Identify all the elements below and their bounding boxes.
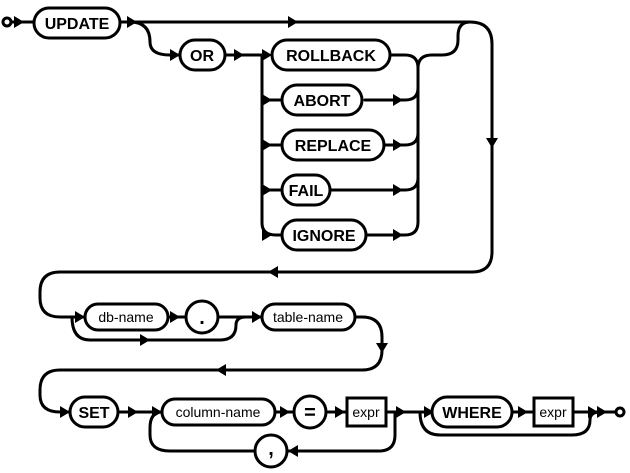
end-marker-icon: [614, 406, 626, 418]
keyword-fail-label: FAIL: [289, 183, 324, 200]
keyword-where-label: WHERE: [442, 405, 502, 422]
nonterminal-table-name-node: table-name: [260, 302, 357, 332]
nonterminal-db-name-node: db-name: [83, 302, 170, 332]
keyword-set-node: SET: [68, 395, 120, 429]
arrow-right-icon: [170, 49, 180, 61]
arrow-right-icon: [393, 139, 403, 151]
punct-equals-label: =: [304, 402, 316, 424]
arrowheads: [60, 16, 607, 457]
expr-set-node: expr: [345, 396, 388, 428]
arrow-right-icon: [127, 16, 137, 28]
expr-set-label: expr: [352, 404, 380, 420]
keyword-or-node: OR: [178, 38, 227, 72]
arrow-right-icon: [280, 406, 290, 418]
arrow-left-icon: [216, 364, 226, 376]
punct-dot-node: .: [184, 299, 220, 335]
arrow-down-icon: [486, 138, 498, 148]
keyword-abort-node: ABORT: [280, 83, 364, 117]
keyword-where-node: WHERE: [430, 395, 514, 429]
arrow-right-icon: [335, 406, 345, 418]
arrow-right-icon: [252, 311, 262, 323]
keyword-abort-label: ABORT: [294, 93, 351, 110]
expr-where-node: expr: [532, 396, 575, 428]
arrow-right-icon: [262, 139, 272, 151]
keyword-or-label: OR: [190, 48, 214, 65]
arrow-right-icon: [518, 406, 528, 418]
punct-equals-node: =: [292, 394, 328, 430]
keyword-update-node: UPDATE: [32, 6, 122, 40]
keyword-ignore-label: IGNORE: [292, 228, 355, 245]
arrow-right-icon: [234, 49, 244, 61]
keyword-update-label: UPDATE: [45, 16, 110, 33]
arrow-right-icon: [597, 406, 607, 418]
arrow-down-icon: [376, 343, 388, 353]
keyword-replace-label: REPLACE: [295, 138, 372, 155]
arrow-right-icon: [262, 184, 272, 196]
keyword-rollback-label: ROLLBACK: [286, 48, 376, 65]
arrow-right-icon: [140, 334, 150, 346]
arrow-right-icon: [170, 311, 180, 323]
arrow-left-icon: [288, 445, 298, 457]
punct-comma-label: ,: [268, 438, 274, 460]
arrow-right-icon: [262, 229, 272, 241]
arrow-right-icon: [152, 406, 162, 418]
expr-where-label: expr: [539, 404, 567, 420]
arrow-right-icon: [588, 406, 598, 418]
nonterminal-column-name-label: column-name: [176, 404, 261, 420]
keyword-set-label: SET: [78, 405, 109, 422]
arrow-right-icon: [75, 311, 85, 323]
keyword-rollback-node: ROLLBACK: [270, 38, 392, 72]
arrow-right-icon: [396, 406, 406, 418]
start-marker-icon: [1, 16, 13, 28]
keyword-replace-node: REPLACE: [280, 128, 386, 162]
nonterminal-column-name-node: column-name: [160, 397, 277, 427]
keyword-ignore-node: IGNORE: [280, 218, 368, 252]
nonterminal-table-name-label: table-name: [273, 309, 343, 325]
arrow-right-icon: [393, 94, 403, 106]
arrow-right-icon: [262, 49, 272, 61]
punct-dot-label: .: [199, 307, 205, 329]
arrow-right-icon: [262, 94, 272, 106]
arrow-right-icon: [14, 16, 24, 28]
arrow-right-icon: [393, 184, 403, 196]
arrow-right-icon: [424, 406, 434, 418]
arrow-right-icon: [128, 406, 138, 418]
arrow-right-icon: [288, 16, 298, 28]
arrow-right-icon: [393, 229, 403, 241]
arrow-left-icon: [268, 266, 278, 278]
arrow-right-icon: [60, 406, 70, 418]
keyword-fail-node: FAIL: [280, 173, 332, 207]
nonterminal-db-name-label: db-name: [98, 309, 153, 325]
punct-comma-node: ,: [253, 433, 289, 469]
